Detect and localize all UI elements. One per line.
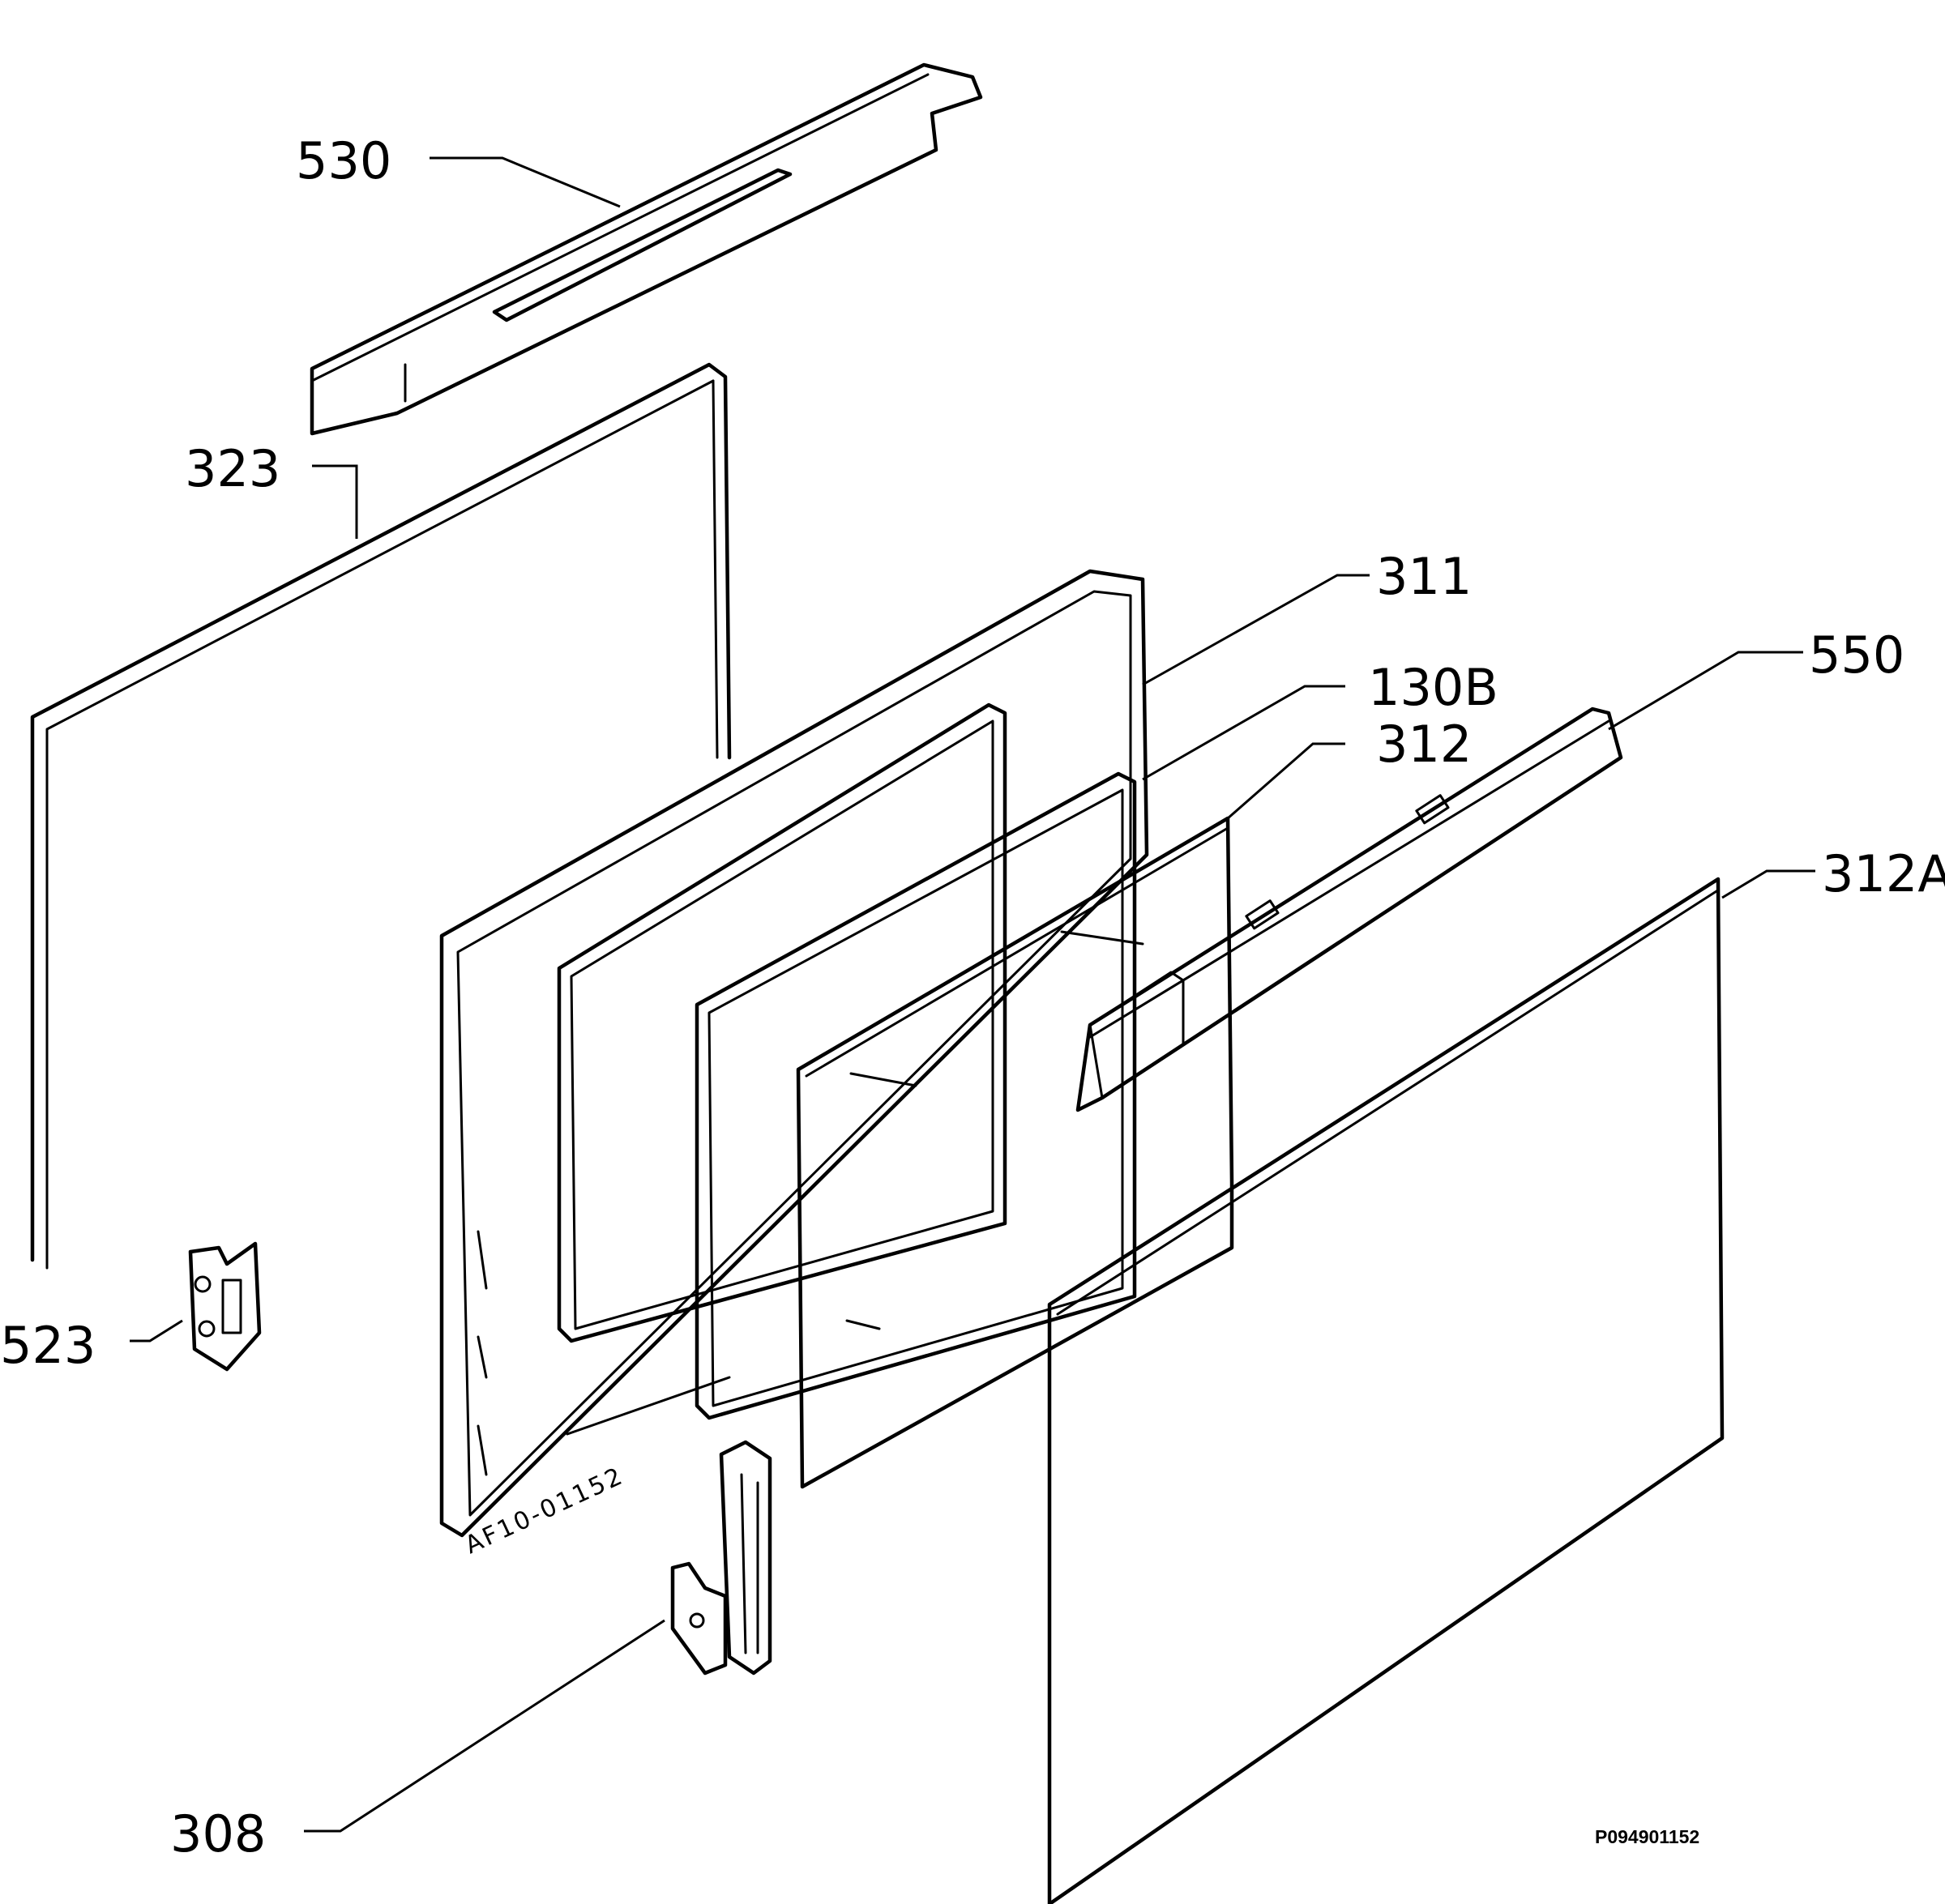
label-550: 550 [1809, 625, 1904, 685]
label-311: 311 [1376, 547, 1472, 606]
label-530: 530 [296, 131, 391, 190]
part-312-inner-glass-panel [796, 816, 1234, 1489]
label-323: 323 [185, 439, 280, 498]
label-130B: 130B [1368, 658, 1498, 717]
part-130B-glass-spacer-frame [695, 771, 1137, 1420]
label-523: 523 [0, 1316, 96, 1375]
leader-lines [130, 156, 1815, 1833]
drawing-code: P094901152 [1595, 1826, 1699, 1847]
part-530-top-trim-strip [310, 62, 983, 436]
part-308-door-hinge [670, 1440, 772, 1676]
part-311-inner-door-frame [439, 569, 1149, 1538]
label-312A: 312A [1822, 844, 1945, 903]
part-550-handle-bar [1075, 707, 1623, 1112]
label-312: 312 [1376, 715, 1472, 774]
label-308: 308 [170, 1804, 266, 1863]
part-312A-outer-glass-panel [1047, 877, 1725, 1904]
part-323-door-seal [30, 362, 732, 1270]
part-523-door-catch [188, 1241, 262, 1372]
